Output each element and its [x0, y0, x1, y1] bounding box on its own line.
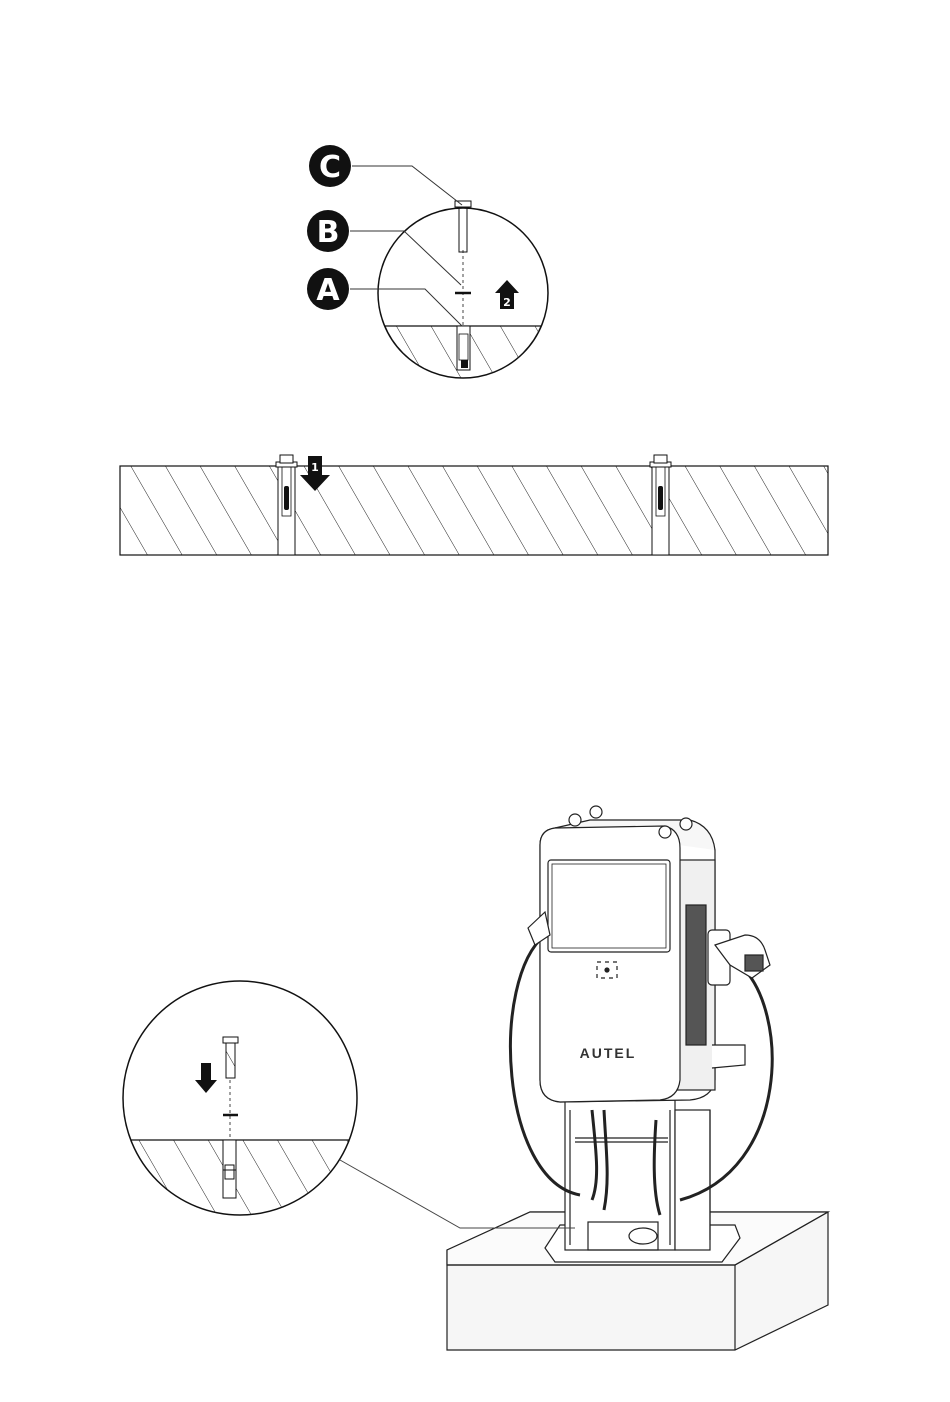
ground-section: 1	[120, 455, 828, 555]
callout-b: B	[307, 210, 349, 252]
anchor-bolt-right	[650, 455, 671, 555]
callout-c: C	[309, 145, 351, 187]
step-2-label: 2	[503, 296, 511, 309]
step-1-label: 1	[311, 461, 319, 474]
pedestal	[565, 1100, 710, 1250]
top-detail-ground	[370, 326, 560, 386]
callout-letter: C	[319, 150, 341, 185]
brand-logo: AUTEL	[580, 1045, 637, 1061]
top-detail: 2	[370, 201, 560, 386]
ground-slab	[120, 466, 828, 555]
callout-letter: B	[317, 215, 340, 250]
callout-a: A	[307, 268, 349, 310]
charger-illustration: AUTEL	[447, 806, 828, 1350]
charger-cabinet: AUTEL	[540, 820, 715, 1102]
anchor-bolt-left	[276, 455, 297, 555]
callout-letter: A	[316, 273, 340, 308]
bottom-detail	[120, 981, 360, 1220]
